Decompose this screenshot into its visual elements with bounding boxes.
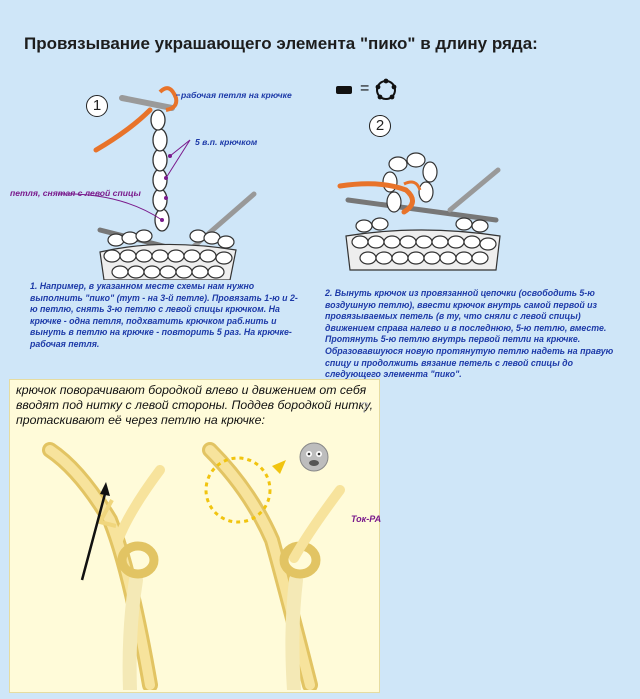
step-1-illustration xyxy=(57,86,257,280)
chain-stitches xyxy=(150,109,170,232)
label-working-loop: рабочая петля на крючке xyxy=(181,90,292,100)
legend-equals: = xyxy=(360,80,370,97)
working-yarn xyxy=(93,107,153,153)
step-2-number: 2 xyxy=(369,115,391,137)
photo-panel xyxy=(9,379,380,693)
crochet-hook-icon xyxy=(119,95,175,111)
tilted-head-sticker-icon xyxy=(299,442,329,472)
knitted-fabric xyxy=(99,229,237,280)
step-2-description: 2. Вынуть крючок из провязанной цепочки … xyxy=(325,288,614,380)
label-left-needle-loop: петля, снятая с левой спицы xyxy=(10,188,141,198)
hook-photo-illustration xyxy=(42,442,345,690)
author-signature: Ток-РА xyxy=(351,514,382,524)
decorative-mark: ? xyxy=(360,400,369,417)
page-title: Провязывание украшающего элемента "пико"… xyxy=(24,34,538,53)
step-1-description: 1. Например, в указанном месте схемы нам… xyxy=(30,281,298,349)
step-2-illustration xyxy=(337,152,501,271)
picot-symbol-icon xyxy=(375,78,397,100)
chain-stitch-symbol-icon xyxy=(336,86,352,94)
arrow-icon xyxy=(80,489,108,581)
label-chain-stitches: 5 в.п. крючком xyxy=(195,137,258,147)
step-1-number: 1 xyxy=(86,95,108,117)
photo-caption: крючок поворачивают бородкой влево и дви… xyxy=(16,383,374,427)
